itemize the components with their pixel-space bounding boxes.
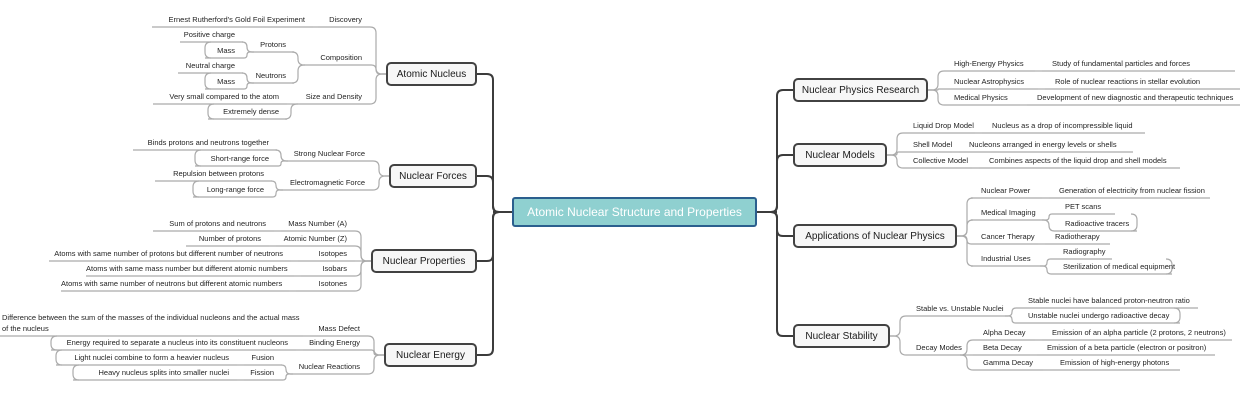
node-industrial-uses[interactable]: Industrial Uses [981,254,1031,263]
node-high-energy-physics-definition[interactable]: Study of fundamental particles and force… [1052,59,1190,68]
node-liquid-drop-definition[interactable]: Nucleus as a drop of incompressible liqu… [992,121,1133,130]
node-gamma-decay-definition[interactable]: Emission of high-energy photons [1060,358,1170,367]
node-alpha-decay-definition[interactable]: Emission of an alpha particle (2 protons… [1052,328,1226,337]
node-pet-scans[interactable]: PET scans [1065,202,1102,211]
node-nuclear-astrophysics[interactable]: Nuclear Astrophysics [954,77,1025,86]
node-stable-nuclei[interactable]: Stable nuclei have balanced proton-neutr… [1028,296,1190,305]
node-discovery[interactable]: Discovery [329,15,362,24]
branch-nuclear-properties[interactable]: Nuclear Properties [371,249,477,273]
node-isobars[interactable]: Isobars [322,264,347,273]
branch-nuclear-physics-research[interactable]: Nuclear Physics Research [793,78,928,102]
node-proton-mass[interactable]: Mass [217,46,235,55]
node-neutrons[interactable]: Neutrons [255,71,286,80]
node-beta-decay[interactable]: Beta Decay [983,343,1022,352]
central-topic[interactable]: Atomic Nuclear Structure and Properties [512,197,757,227]
branch-nuclear-models[interactable]: Nuclear Models [793,143,887,167]
node-cancer-therapy[interactable]: Cancer Therapy [981,232,1035,241]
node-medical-physics-definition[interactable]: Development of new diagnostic and therap… [1037,93,1234,102]
node-very-small[interactable]: Very small compared to the atom [169,92,279,101]
node-fusion[interactable]: Fusion [251,353,274,362]
node-beta-decay-definition[interactable]: Emission of a beta particle (electron or… [1047,343,1207,352]
node-alpha-decay[interactable]: Alpha Decay [983,328,1026,337]
node-decay-modes[interactable]: Decay Modes [916,343,962,352]
node-radiography[interactable]: Radiography [1063,247,1106,256]
branch-nuclear-energy[interactable]: Nuclear Energy [384,343,477,367]
branch-applications[interactable]: Applications of Nuclear Physics [793,224,957,248]
node-number-of-protons[interactable]: Number of protons [198,234,261,243]
node-unstable-nuclei[interactable]: Unstable nuclei undergo radioactive deca… [1028,311,1170,320]
node-nuclear-astrophysics-definition[interactable]: Role of nuclear reactions in stellar evo… [1055,77,1201,86]
node-collective-model-definition[interactable]: Combines aspects of the liquid drop and … [989,156,1167,165]
node-sterilization[interactable]: Sterilization of medical equipment [1063,262,1176,271]
node-mass-defect[interactable]: Mass Defect [318,324,360,333]
node-composition[interactable]: Composition [320,53,362,62]
node-binding-energy[interactable]: Binding Energy [309,338,360,347]
node-short-range-force[interactable]: Short-range force [210,154,269,163]
node-electromagnetic-force[interactable]: Electromagnetic Force [289,178,365,187]
node-repulsion-protons[interactable]: Repulsion between protons [173,169,264,178]
branch-nuclear-stability[interactable]: Nuclear Stability [793,324,890,348]
node-positive-charge[interactable]: Positive charge [183,30,235,39]
node-medical-imaging[interactable]: Medical Imaging [981,208,1036,217]
node-nuclear-power[interactable]: Nuclear Power [981,186,1031,195]
node-shell-model-definition[interactable]: Nucleons arranged in energy levels or sh… [969,140,1117,149]
node-neutron-mass[interactable]: Mass [217,77,235,86]
branch-nuclear-forces[interactable]: Nuclear Forces [389,164,477,188]
node-isotones-definition[interactable]: Atoms with same number of neutrons but d… [61,279,283,288]
node-atomic-number[interactable]: Atomic Number (Z) [283,234,347,243]
node-fission-definition[interactable]: Heavy nucleus splits into smaller nuclei [98,368,229,377]
branch-atomic-nucleus[interactable]: Atomic Nucleus [386,62,477,86]
node-isotopes-definition[interactable]: Atoms with same number of protons but di… [54,249,283,258]
node-protons[interactable]: Protons [260,40,286,49]
node-mass-number[interactable]: Mass Number (A) [288,219,347,228]
node-mass-defect-definition[interactable]: Difference between the sum of the masses… [2,313,300,333]
node-long-range-force[interactable]: Long-range force [206,185,264,194]
node-gold-foil-experiment[interactable]: Ernest Rutherford's Gold Foil Experiment [168,15,306,24]
node-collective-model[interactable]: Collective Model [913,156,969,165]
node-binding-energy-definition[interactable]: Energy required to separate a nucleus in… [66,338,288,347]
node-high-energy-physics[interactable]: High-Energy Physics [954,59,1024,68]
node-shell-model[interactable]: Shell Model [913,140,953,149]
node-fusion-definition[interactable]: Light nuclei combine to form a heavier n… [74,353,229,362]
node-gamma-decay[interactable]: Gamma Decay [983,358,1034,367]
node-extremely-dense[interactable]: Extremely dense [223,107,279,116]
node-stable-vs-unstable[interactable]: Stable vs. Unstable Nuclei [916,304,1004,313]
node-size-and-density[interactable]: Size and Density [305,92,362,101]
node-binds-nucleons[interactable]: Binds protons and neutrons together [147,138,269,147]
node-fission[interactable]: Fission [250,368,274,377]
node-sum-of-nucleons[interactable]: Sum of protons and neutrons [169,219,266,228]
node-radioactive-tracers[interactable]: Radioactive tracers [1065,219,1130,228]
node-neutral-charge[interactable]: Neutral charge [185,61,235,70]
node-nuclear-reactions[interactable]: Nuclear Reactions [298,362,360,371]
node-isobars-definition[interactable]: Atoms with same mass number but differen… [86,264,288,273]
node-medical-physics[interactable]: Medical Physics [954,93,1008,102]
node-nuclear-power-definition[interactable]: Generation of electricity from nuclear f… [1059,186,1205,195]
node-isotopes[interactable]: Isotopes [318,249,347,258]
node-radiotherapy[interactable]: Radiotherapy [1055,232,1100,241]
node-strong-nuclear-force[interactable]: Strong Nuclear Force [293,149,365,158]
node-isotones[interactable]: Isotones [318,279,347,288]
node-liquid-drop-model[interactable]: Liquid Drop Model [913,121,974,130]
